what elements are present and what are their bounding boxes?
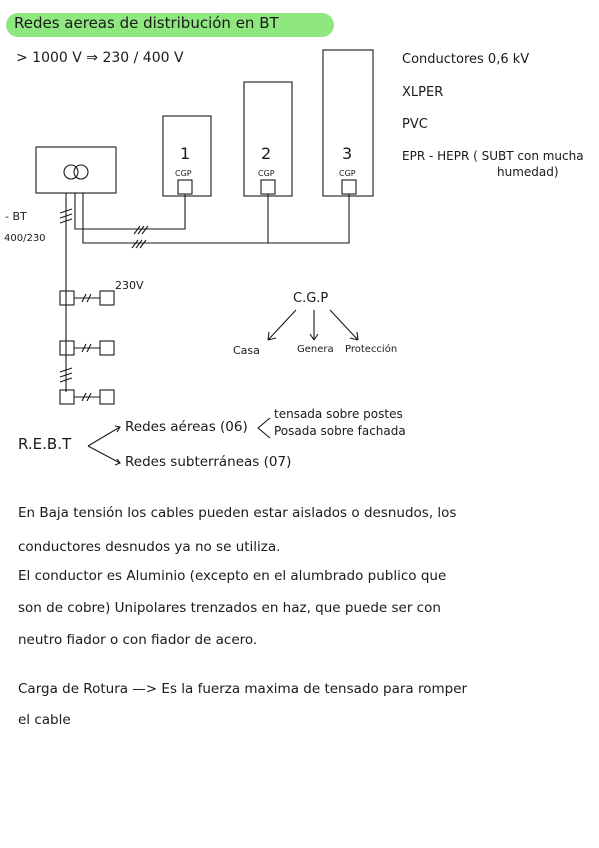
rebt-aereas-sub1: tensada sobre postes (274, 407, 403, 421)
rebt-arrow-aereas (87, 425, 121, 447)
voltage-230-label: 230V (115, 279, 144, 292)
page-title: Redes aereas de distribución en BT (14, 14, 279, 32)
feeder-line-1 (74, 193, 186, 230)
cgp-box-3 (341, 179, 357, 195)
paragraph-line-1: En Baja tensión los cables pueden estar … (18, 505, 457, 521)
building-2-cgp: CGP (258, 169, 275, 178)
rebt-arrow-subterraneas (87, 445, 121, 466)
connection-box-1 (59, 290, 75, 306)
aereas-bracket (257, 417, 271, 439)
conductor-ticks-2 (131, 239, 147, 249)
rebt-label: R.E.B.T (18, 435, 72, 453)
feeder-line-2 (82, 193, 350, 244)
rebt-subterraneas: Redes subterráneas (07) (125, 454, 292, 470)
cgp-arrow-casa (267, 309, 297, 341)
connection-box-2 (59, 340, 75, 356)
transformer-coil-left (63, 164, 79, 180)
consumer-box-3 (99, 389, 115, 405)
cgp-arrow-genera (309, 310, 319, 341)
cgp-box-1 (177, 179, 193, 195)
building-1-cgp: CGP (175, 169, 192, 178)
conductores-heading: Conductores 0,6 kV (402, 52, 530, 67)
service-ticks-3 (81, 392, 92, 402)
cgp-item-genera: Genera (297, 344, 334, 355)
building-3-cgp: CGP (339, 169, 356, 178)
cgp-item-proteccion: Protección (345, 344, 398, 355)
transformer-label-bt: - BT (5, 210, 27, 223)
service-ticks-1 (81, 293, 92, 303)
title-highlight (6, 13, 334, 37)
building-3-number: 3 (342, 144, 353, 163)
conductor-xlper: XLPER (402, 85, 444, 100)
cgp-arrow-proteccion (329, 309, 359, 341)
transformer-coil-right (73, 164, 89, 180)
paragraph-line-3: El conductor es Aluminio (excepto en el … (18, 568, 447, 584)
paragraph-line-6: Carga de Rotura —> Es la fuerza maxima d… (18, 681, 468, 697)
building-2-number: 2 (261, 144, 272, 163)
building-3 (322, 49, 374, 197)
connection-box-3 (59, 389, 75, 405)
cgp-title: C.G.P (293, 291, 329, 306)
paragraph-line-2: conductores desnudos ya no se utiliza. (18, 539, 281, 555)
voltage-line: > 1000 V ⇒ 230 / 400 V (16, 50, 184, 66)
service-ticks-2 (81, 343, 92, 353)
rebt-aereas: Redes aéreas (06) (125, 419, 248, 435)
building-2 (243, 81, 293, 197)
consumer-box-2 (99, 340, 115, 356)
conductor-epr-cont: humedad) (497, 165, 559, 179)
paragraph-line-7: el cable (18, 712, 71, 728)
trunk-ticks-top (59, 208, 73, 224)
paragraph-line-4: son de cobre) Unipolares trenzados en ha… (18, 600, 441, 616)
conductor-pvc: PVC (402, 117, 428, 132)
rebt-aereas-sub2: Posada sobre fachada (274, 424, 406, 438)
building-1-number: 1 (180, 144, 191, 163)
cgp-box-2 (260, 179, 276, 195)
paragraph-line-5: neutro fiador o con fiador de acero. (18, 632, 258, 648)
transformer-label-voltage: 400/230 (4, 233, 46, 244)
cgp-item-casa: Casa (233, 344, 260, 357)
conductor-epr: EPR - HEPR ( SUBT con mucha (402, 149, 584, 163)
trunk-ticks-bottom (59, 367, 73, 383)
transformer-box (35, 146, 117, 194)
building-1 (162, 115, 212, 197)
conductor-ticks-1 (133, 225, 149, 235)
consumer-box-1 (99, 290, 115, 306)
